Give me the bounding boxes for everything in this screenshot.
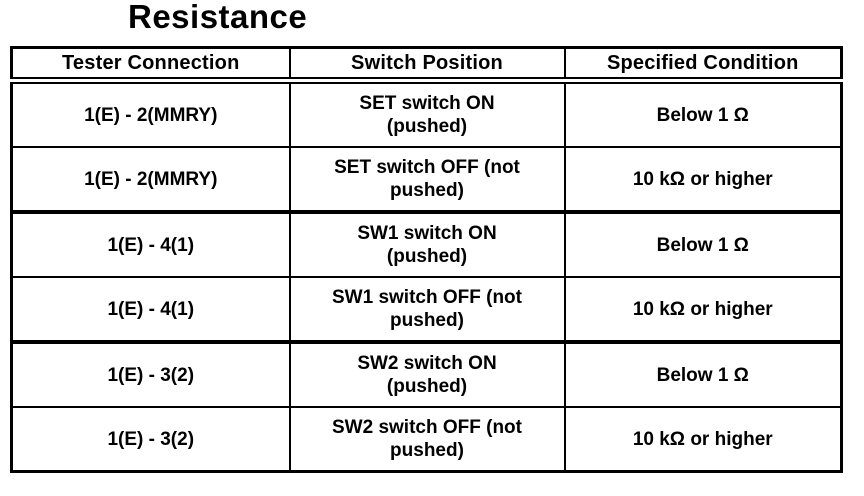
tester-connection-cell: 1(E) - 4(1) — [10, 210, 291, 278]
specified-condition-cell: Below 1 Ω — [563, 340, 843, 408]
tester-connection-cell: 1(E) - 3(2) — [10, 340, 291, 408]
switch-position-cell: SW1 switch ON (pushed) — [288, 210, 566, 278]
tester-connection-cell: 1(E) - 2(MMRY) — [10, 79, 291, 148]
specified-condition-cell: 10 kΩ or higher — [563, 406, 843, 473]
specified-condition-cell: Below 1 Ω — [563, 210, 843, 278]
page-title: Resistance — [128, 0, 308, 35]
specified-condition-cell: 10 kΩ or higher — [563, 276, 843, 343]
switch-position-cell: SW1 switch OFF (not pushed) — [288, 276, 566, 343]
switch-position-cell: SET switch OFF (not pushed) — [288, 146, 566, 213]
table-row: 1(E) - 2(MMRY) SET switch OFF (not pushe… — [10, 146, 843, 213]
switch-position-cell: SW2 switch OFF (not pushed) — [288, 406, 566, 473]
table-header: Tester Connection Switch Position Specif… — [10, 46, 843, 84]
table-row: 1(E) - 3(2) SW2 switch ON (pushed) Below… — [10, 340, 843, 408]
table-body: 1(E) - 2(MMRY) SET switch ON (pushed) Be… — [10, 79, 843, 473]
table-row: 1(E) - 4(1) SW1 switch ON (pushed) Below… — [10, 210, 843, 278]
switch-position-cell: SW2 switch ON (pushed) — [288, 340, 566, 408]
header-tester-connection: Tester Connection — [10, 46, 291, 84]
table-row: 1(E) - 4(1) SW1 switch OFF (not pushed) … — [10, 276, 843, 343]
resistance-spec-table: Tester Connection Switch Position Specif… — [10, 46, 843, 473]
header-specified-condition: Specified Condition — [563, 46, 843, 84]
tester-connection-cell: 1(E) - 4(1) — [10, 276, 291, 343]
specified-condition-cell: 10 kΩ or higher — [563, 146, 843, 213]
table-row: 1(E) - 2(MMRY) SET switch ON (pushed) Be… — [10, 79, 843, 148]
switch-position-cell: SET switch ON (pushed) — [288, 79, 566, 148]
header-row: Tester Connection Switch Position Specif… — [10, 46, 843, 84]
tester-connection-cell: 1(E) - 2(MMRY) — [10, 146, 291, 213]
specified-condition-cell: Below 1 Ω — [563, 79, 843, 148]
header-switch-position: Switch Position — [288, 46, 566, 84]
table-row: 1(E) - 3(2) SW2 switch OFF (not pushed) … — [10, 406, 843, 473]
tester-connection-cell: 1(E) - 3(2) — [10, 406, 291, 473]
